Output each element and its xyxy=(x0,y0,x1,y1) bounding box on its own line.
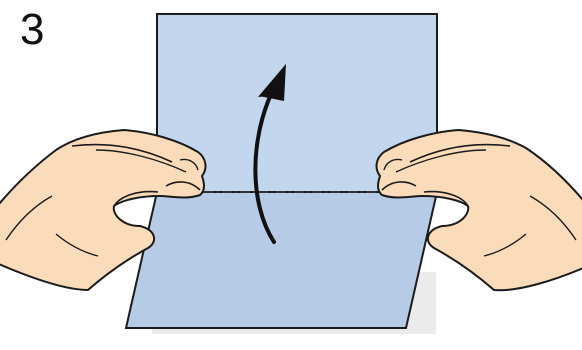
paper-lower-half xyxy=(126,192,437,328)
